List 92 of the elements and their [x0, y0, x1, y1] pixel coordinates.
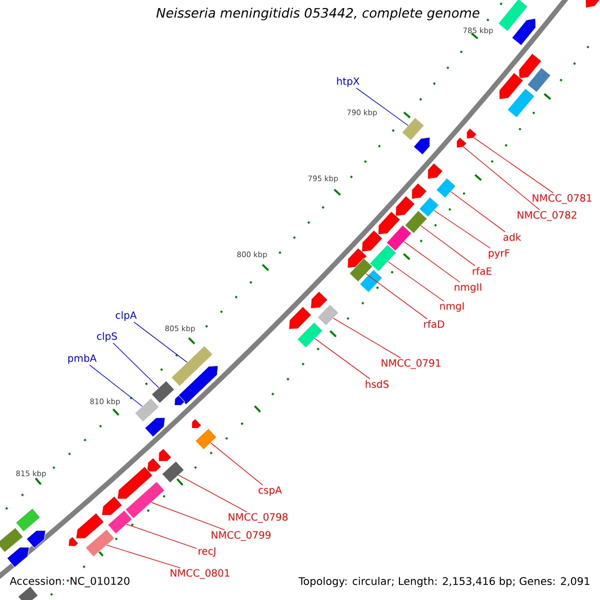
gene-label: recJ: [198, 547, 216, 557]
gene-label: clpA: [116, 311, 137, 321]
gene-pentagon: [413, 137, 430, 155]
leader-line: [463, 146, 540, 210]
gene-pentagon: [288, 306, 312, 330]
gene-block: [125, 481, 165, 519]
gene-pentagon: [158, 448, 172, 462]
gene-pentagon: [178, 365, 218, 405]
gene-block: [317, 304, 339, 326]
gene-block: [0, 527, 24, 553]
gene-pentagon: [102, 496, 122, 516]
gene-label: rfaD: [424, 320, 444, 328]
leader-line: [388, 261, 444, 302]
gene-pentagon: [310, 291, 328, 309]
gene-label: NMCC_0801: [170, 569, 230, 579]
gene-pentagon: [499, 72, 524, 100]
gene-pentagon: [347, 248, 368, 268]
info-text: Accession: NC_010120: [10, 576, 130, 588]
gene-pentagon: [146, 458, 162, 472]
leader-line: [210, 442, 264, 486]
gene-label: cspA: [258, 486, 282, 496]
gene-pentagon: [26, 530, 46, 548]
gene-pentagon: [174, 395, 185, 406]
gene-block: [349, 258, 373, 282]
gene-label: pmbA: [68, 354, 97, 364]
gene-pentagon: [512, 18, 536, 46]
gene-label: nmgII: [454, 283, 482, 293]
gene-label: rfaE: [472, 267, 492, 275]
gene-label: NMCC_0782: [518, 211, 576, 221]
gene-label: htpX: [337, 77, 360, 87]
gene-pentagon: [585, 0, 600, 8]
gene-block: [507, 88, 535, 118]
leader-line: [112, 342, 160, 388]
gene-pentagon: [395, 196, 416, 216]
gene-pentagon: [456, 137, 467, 148]
gene-block: [18, 586, 38, 600]
title: Neisseria meningitidis 053442, complete genome: [156, 8, 480, 20]
gene-block: [498, 0, 528, 32]
gene-block: [85, 529, 115, 557]
gene-block: [418, 196, 440, 218]
leader-line: [366, 273, 428, 320]
leader-line: [89, 364, 143, 407]
gene-block: [369, 244, 397, 272]
leader-line: [434, 210, 491, 248]
gene-block: [527, 67, 551, 93]
gene-block: [195, 428, 217, 450]
gene-pentagon: [144, 417, 166, 438]
leader-line: [356, 88, 408, 126]
gene-block: [162, 460, 184, 484]
gene-label: NMCC_0798: [228, 513, 288, 523]
gene-block: [108, 510, 132, 534]
info-text: Topology: circular; Length: 2,153,416 bp; Genes: 2,091: [298, 576, 590, 588]
gene-pentagon: [411, 182, 428, 200]
gene-label: nmgI: [440, 302, 464, 312]
gene-block: [386, 224, 412, 252]
gene-label: hsdS: [366, 380, 389, 388]
gene-pentagon: [362, 230, 383, 252]
gene-block: [16, 508, 40, 532]
gene-block: [171, 346, 214, 386]
gene-label: adk: [503, 233, 522, 241]
gene-label: NMCC_0799: [212, 531, 271, 541]
gene-pentagon: [6, 546, 30, 568]
gene-label: NMCC_0791: [382, 359, 440, 369]
leader-line: [473, 137, 554, 194]
gene-pentagon: [378, 211, 400, 235]
gene-block: [402, 117, 424, 141]
leader-line: [404, 241, 460, 282]
gene-pentagon: [518, 53, 542, 80]
leader-line: [314, 338, 370, 380]
leader-line: [332, 318, 402, 358]
gene-block: [134, 398, 160, 422]
gene-pentagon: [117, 466, 153, 500]
gene-block: [404, 210, 428, 234]
leader-line: [106, 544, 181, 568]
leader-line: [134, 322, 188, 363]
gene-block: [297, 322, 323, 348]
leader-line: [126, 524, 197, 549]
gene-block: [360, 269, 382, 293]
gene-block: [151, 380, 175, 404]
gene-pentagon: [68, 536, 79, 547]
gene-label: NMCC_0781: [532, 194, 592, 204]
gene-pentagon: [427, 162, 444, 180]
leader-line: [150, 502, 226, 530]
gene-pentagon: [76, 512, 104, 539]
gene-block: [436, 178, 456, 198]
gene-label: clpS: [97, 332, 117, 342]
gene-pentagon: [191, 418, 202, 429]
leader-line: [420, 225, 476, 266]
leader-line: [178, 474, 248, 512]
gene-label: pyrF: [488, 249, 510, 259]
leader-line: [450, 191, 506, 232]
gene-pentagon: [466, 128, 477, 140]
